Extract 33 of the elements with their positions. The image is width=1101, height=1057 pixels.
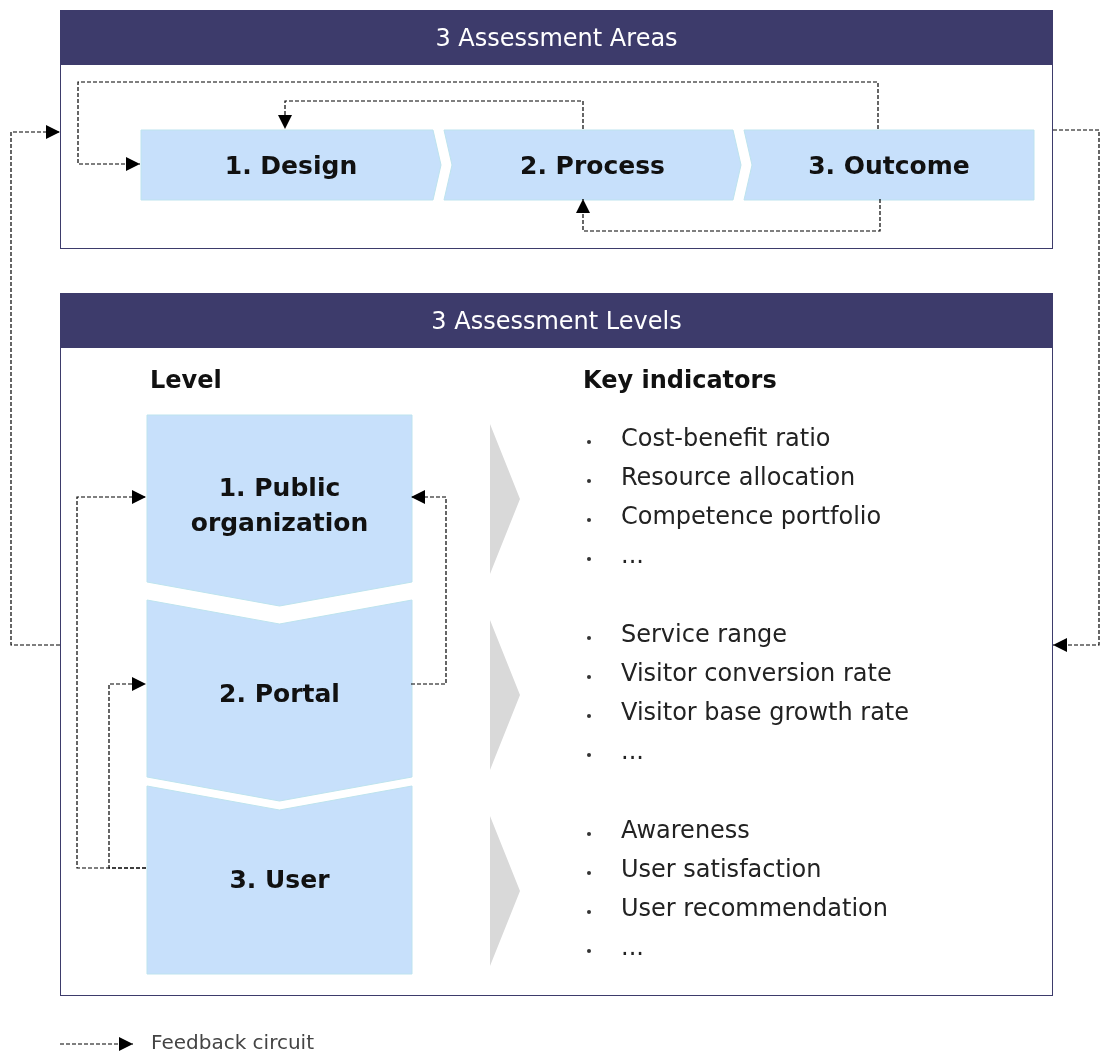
feedback-arrow <box>1052 129 1100 652</box>
step-label: 2. Process <box>519 149 666 182</box>
step-label: 1. Public organization <box>189 472 370 539</box>
indicator-text: ... <box>621 541 644 569</box>
step-label: 3. User <box>228 864 331 896</box>
indicator-text: Visitor conversion rate <box>621 659 892 687</box>
feedback-arrow <box>278 100 584 130</box>
feedback-arrow <box>76 490 147 869</box>
step-label: 1. Design <box>223 149 359 182</box>
feedback-arrow <box>10 125 61 646</box>
column-heading: Key indicators <box>583 366 777 394</box>
feedback-arrow <box>410 490 447 685</box>
feedback-arrow <box>576 198 881 232</box>
indicator-text: Visitor base growth rate <box>621 698 910 726</box>
indicator-text: Awareness <box>621 816 750 844</box>
indicator-text: User recommendation <box>621 894 888 922</box>
indicator-text: Cost-benefit ratio <box>621 424 831 452</box>
panel <box>60 10 1053 249</box>
column-heading: Level <box>150 366 222 394</box>
panel-header: 3 Assessment Areas <box>61 11 1052 65</box>
indicator-text: ... <box>621 933 644 961</box>
panel <box>60 293 1053 996</box>
indicator-text: User satisfaction <box>621 855 822 883</box>
indicator-text: ... <box>621 737 644 765</box>
step-label: 2. Portal <box>218 678 341 710</box>
indicator-text: Resource allocation <box>621 463 856 491</box>
feedback-arrow <box>108 677 147 869</box>
feedback-arrow <box>77 81 879 171</box>
step-label: 3. Outcome <box>807 149 971 182</box>
indicator-text: Service range <box>621 620 788 648</box>
indicator-text: Competence portfolio <box>621 502 882 530</box>
panel-header: 3 Assessment Levels <box>61 294 1052 348</box>
legend-text: Feedback circuit <box>151 1030 314 1054</box>
